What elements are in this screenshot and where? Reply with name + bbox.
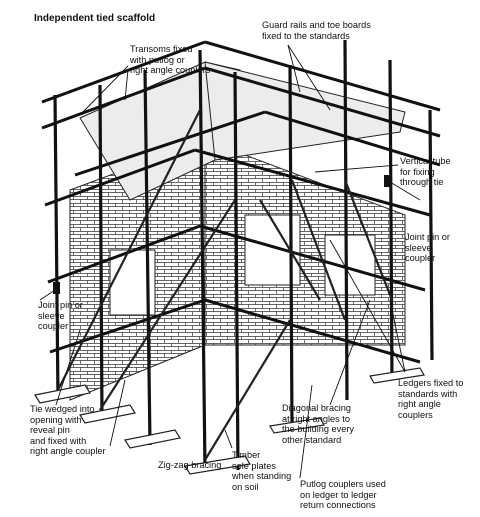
standards bbox=[53, 39, 434, 471]
label-putlog-couplers: Putlog couplers used on ledger to ledger… bbox=[300, 479, 386, 511]
diagram-title: Independent tied scaffold bbox=[34, 13, 156, 24]
sole-plates bbox=[34, 367, 425, 475]
label-guard-rails: Guard rails and toe boards fixed to the … bbox=[262, 20, 371, 41]
label-zigzag: Zig-zag bracing bbox=[158, 460, 222, 470]
label-joint-pin-right: Joint pin or sleeve coupler bbox=[405, 232, 450, 264]
label-ledgers: Ledgers fixed to standards with right an… bbox=[398, 378, 464, 420]
joint-pin-marker bbox=[53, 282, 60, 294]
bracing bbox=[57, 109, 394, 461]
platform-boards bbox=[204, 61, 406, 161]
label-tie-wedged: Tie wedged into opening with reveal pin … bbox=[30, 404, 106, 457]
joint-pin-marker bbox=[384, 175, 391, 187]
leader-lines bbox=[39, 44, 421, 479]
label-joint-pin-left: Joint pin or sleeve coupler bbox=[38, 300, 83, 332]
label-vertical-tube: Vertical tube for fixing through tie bbox=[400, 156, 451, 188]
label-transoms: Transoms fixed with putlog or right angl… bbox=[130, 44, 211, 76]
label-diagonal-bracing: Diagonal bracing at right angles to the … bbox=[282, 403, 355, 445]
label-timber: Timber sole plates when standing on soil bbox=[232, 450, 292, 492]
